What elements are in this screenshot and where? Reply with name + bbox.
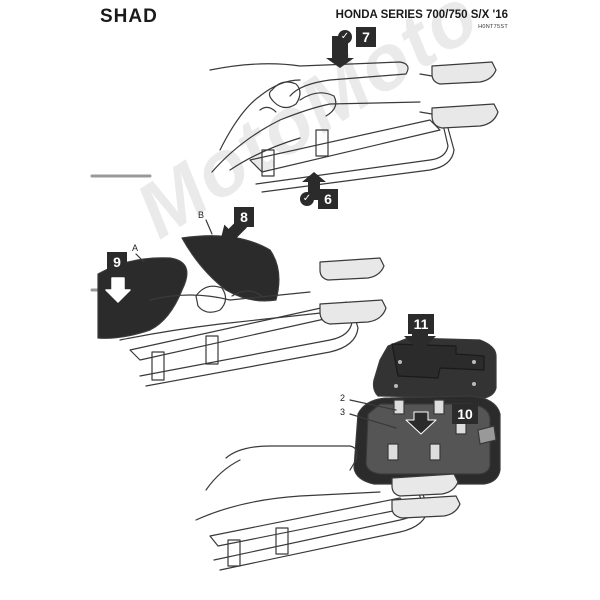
check-icon: ✓ bbox=[338, 30, 352, 44]
diagram-cover-removal bbox=[90, 219, 387, 387]
step-7-marker: 7 bbox=[356, 27, 376, 47]
diagram-rack-mounting bbox=[90, 36, 499, 200]
label-part-3: 3 bbox=[340, 407, 346, 417]
label-a: A bbox=[132, 243, 139, 253]
label-b: B bbox=[198, 210, 205, 220]
label-part-2: 2 bbox=[340, 393, 346, 403]
step-9-marker: 9 bbox=[107, 252, 127, 272]
model-title: HONDA SERIES 700/750 S/X '16 bbox=[335, 9, 508, 21]
step-6-marker: 6 bbox=[318, 189, 338, 209]
model-code: H0NT75ST bbox=[478, 24, 508, 30]
check-icon: ✓ bbox=[300, 192, 314, 206]
brand-logo: SHAD bbox=[100, 6, 158, 27]
step-10-marker: 10 bbox=[452, 404, 478, 424]
diagram-plate-mounting bbox=[195, 326, 501, 571]
step-11-marker: 11 bbox=[408, 314, 434, 334]
step-8-marker: 8 bbox=[234, 207, 254, 227]
